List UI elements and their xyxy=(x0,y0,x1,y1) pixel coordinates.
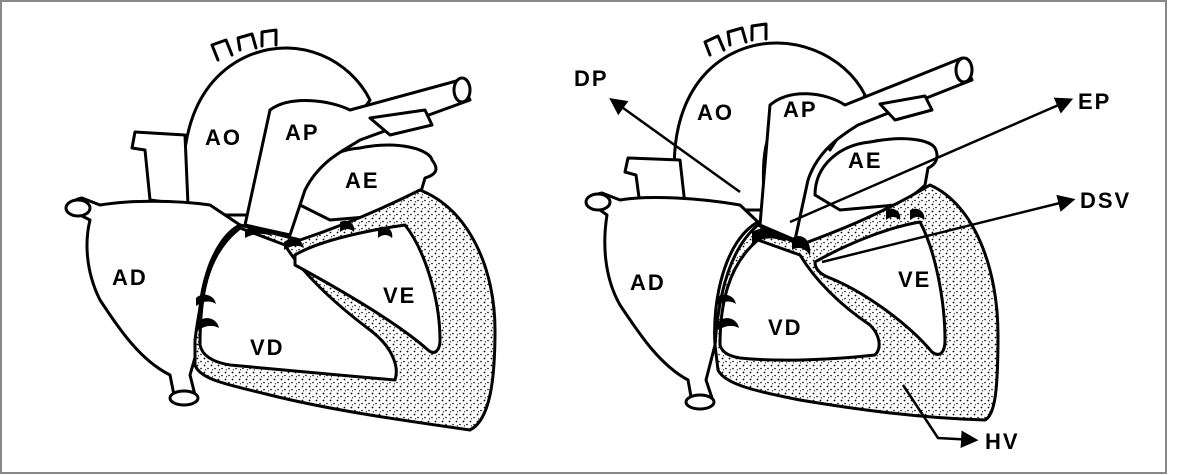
label-vd: VD xyxy=(250,335,285,360)
label-ad-2: AD xyxy=(630,270,666,295)
aortic-branch-2-1 xyxy=(705,36,724,55)
label-ep: EP xyxy=(1078,89,1111,114)
aortic-branch-2 xyxy=(238,34,256,50)
label-dp: DP xyxy=(574,66,609,91)
ivc-outlet-2 xyxy=(686,395,714,409)
label-ap: AP xyxy=(285,120,320,145)
label-ao-2: AO xyxy=(697,100,734,125)
label-ve-2: VE xyxy=(898,267,931,292)
aortic-branch-2-3 xyxy=(752,24,766,40)
label-ae-2: AE xyxy=(848,148,883,173)
label-dsv: DSV xyxy=(1080,188,1131,213)
label-ad: AD xyxy=(112,265,148,290)
label-ap-2: AP xyxy=(783,97,818,122)
pulmonary-artery-end-2 xyxy=(956,58,972,82)
pulmonary-artery-end xyxy=(454,78,470,102)
label-ae: AE xyxy=(345,168,380,193)
hypertrophic-heart-diagram: AO AP AE AD VE VD DP EP DSV HV xyxy=(574,24,1131,454)
normal-heart-diagram: AO AP AE AD VE VD xyxy=(66,30,495,430)
right-atrium-inlet-2 xyxy=(586,194,610,210)
label-hv: HV xyxy=(985,429,1020,454)
ivc-outlet xyxy=(170,391,198,405)
upper-vessel-left xyxy=(132,132,188,205)
label-ao: AO xyxy=(205,125,242,150)
aortic-branch-2-2 xyxy=(728,28,746,45)
aortic-branch-3 xyxy=(262,30,276,46)
right-atrium-inlet xyxy=(66,200,90,216)
label-vd-2: VD xyxy=(768,315,803,340)
label-ve: VE xyxy=(383,283,416,308)
aortic-branch-1 xyxy=(212,40,232,60)
